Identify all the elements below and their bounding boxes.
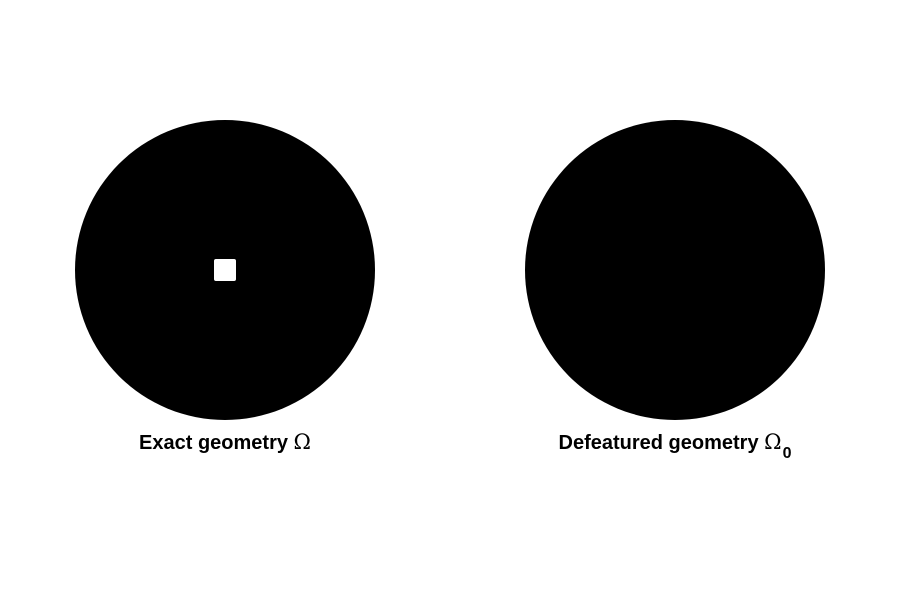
square-feature-hole [214, 259, 236, 281]
exact-geometry-caption: Exact geometry Ω [15, 430, 435, 455]
exact-geometry-panel: Exact geometry Ω [75, 120, 375, 454]
defeatured-geometry-caption-text: Defeatured geometry [558, 432, 759, 454]
exact-geometry-caption-text: Exact geometry [139, 432, 288, 454]
omega-zero-symbol: Ω [764, 430, 782, 454]
omega-symbol: Ω [293, 430, 311, 454]
defeatured-geometry-panel: Defeatured geometry Ω0 [525, 120, 825, 462]
exact-geometry-disk [75, 120, 375, 420]
defeatured-geometry-caption: Defeatured geometry Ω0 [465, 430, 885, 462]
omega-subscript: 0 [782, 445, 792, 462]
defeatured-geometry-disk [525, 120, 825, 420]
